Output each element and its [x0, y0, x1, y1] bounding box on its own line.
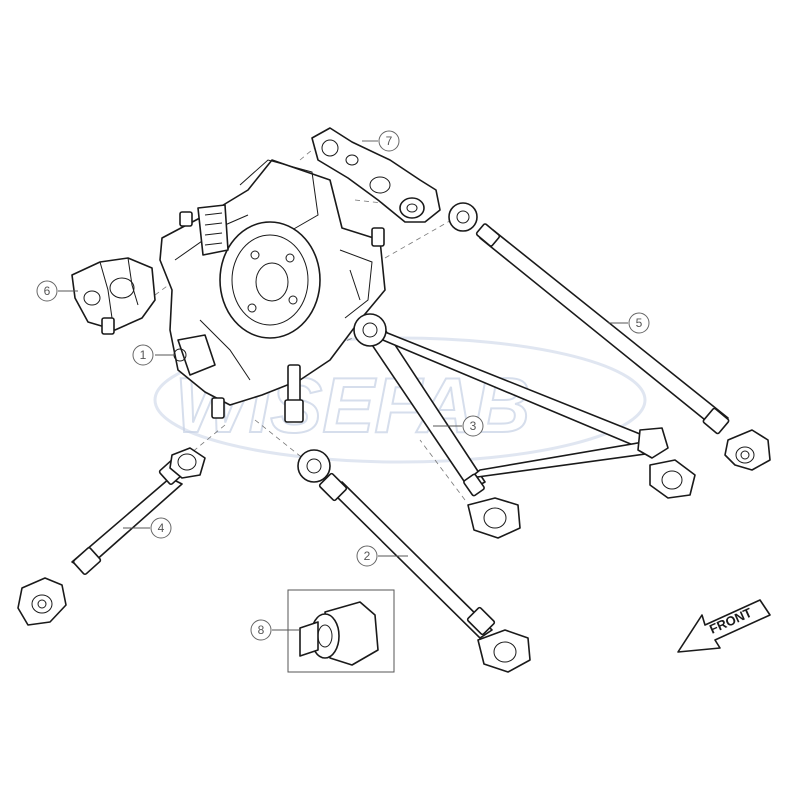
- callout-5-label: 5: [636, 316, 643, 330]
- callout-5: 5: [608, 312, 650, 334]
- upright-hub-carrier: [159, 159, 386, 423]
- callout-3-label: 3: [470, 419, 477, 433]
- callout-3: 3: [433, 415, 484, 437]
- callout-4-label: 4: [158, 521, 165, 535]
- callout-7-label: 7: [386, 134, 393, 148]
- callout-7: 7: [362, 130, 400, 152]
- callout-8-label: 8: [258, 623, 265, 637]
- callout-2-label: 2: [364, 549, 371, 563]
- a-arm-3: [353, 313, 696, 539]
- callout-1-label: 1: [140, 348, 147, 362]
- upper-link-plate: [311, 127, 441, 223]
- front-direction-arrow: FRONT: [677, 599, 771, 653]
- callout-6: 6: [36, 280, 78, 302]
- callout-8: 8: [250, 619, 300, 641]
- callout-1: 1: [132, 344, 175, 366]
- mounting-bracket: [71, 257, 156, 335]
- callout-4: 4: [123, 517, 172, 539]
- callout-6-label: 6: [44, 284, 51, 298]
- tie-rod-2: [297, 449, 531, 673]
- callout-2: 2: [356, 545, 408, 567]
- bushing-detail-box: [287, 589, 395, 673]
- tie-rod-5: [448, 202, 771, 471]
- tie-rod-4: [17, 447, 206, 626]
